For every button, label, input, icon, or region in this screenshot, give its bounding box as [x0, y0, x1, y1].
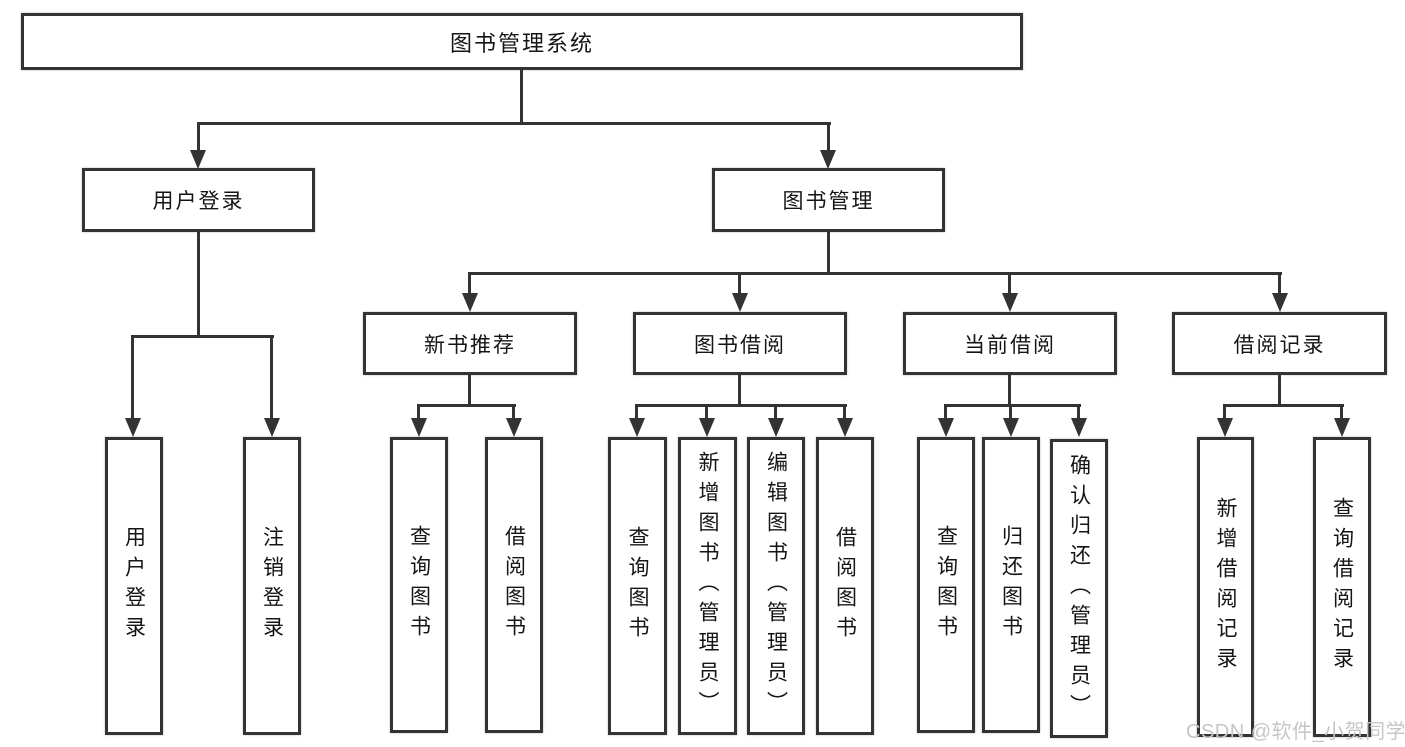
connector-bookmgmt-shaft-1 — [468, 272, 471, 296]
connector-g4-shaft-2 — [1009, 404, 1012, 420]
node-user-login: 用户登录 — [82, 168, 315, 232]
connector-g4-shaft-1 — [944, 404, 947, 420]
connector-g2-split — [417, 404, 516, 407]
arrow-down-icon — [768, 418, 784, 437]
connector-root-trunk — [520, 69, 523, 125]
leaf-borrow-books-recommend: 借阅图书 — [485, 437, 543, 733]
leaf-add-borrow-record: 新增借阅记录 — [1197, 437, 1254, 737]
connector-bookmgmt-split — [469, 272, 1282, 275]
connector-root-split — [197, 122, 831, 125]
arrow-down-icon — [1002, 293, 1018, 312]
connector-g4-shaft-3 — [1077, 404, 1080, 420]
connector-userlogin-trunk — [197, 232, 200, 337]
connector-g5-split — [1224, 404, 1344, 407]
connector-g3-shaft-3 — [774, 404, 777, 420]
connector-root-left-shaft — [197, 122, 200, 152]
leaf-query-borrow-record: 查询借阅记录 — [1313, 437, 1371, 737]
node-borrow-records: 借阅记录 — [1172, 312, 1387, 375]
connector-g4-split — [945, 404, 1081, 407]
node-new-book-recommend: 新书推荐 — [363, 312, 577, 375]
connector-userlogin-shaft-2 — [270, 335, 273, 420]
csdn-watermark: CSDN @软件_小贺同学 — [1186, 721, 1405, 743]
connector-bookmgmt-shaft-2 — [738, 272, 741, 296]
leaf-query-books-borrow: 查询图书 — [608, 437, 667, 735]
arrow-down-icon — [732, 293, 748, 312]
arrow-down-icon — [820, 150, 836, 169]
leaf-add-books-admin: 新增图书（管理员） — [678, 437, 737, 735]
connector-g5-shaft-1 — [1223, 404, 1226, 420]
connector-g3-shaft-1 — [635, 404, 638, 420]
arrow-down-icon — [506, 418, 522, 437]
connector-g2-shaft-1 — [417, 404, 420, 420]
connector-bookmgmt-shaft-3 — [1008, 272, 1011, 296]
leaf-user-login: 用户登录 — [105, 437, 163, 735]
connector-g5-trunk — [1278, 375, 1281, 406]
node-book-management: 图书管理 — [712, 168, 945, 232]
arrow-down-icon — [1071, 418, 1087, 437]
connector-g2-trunk — [468, 375, 471, 407]
connector-g5-shaft-2 — [1340, 404, 1343, 420]
arrow-down-icon — [462, 293, 478, 312]
node-new-book-recommend-label: 新书推荐 — [424, 333, 516, 357]
arrow-down-icon — [1334, 418, 1350, 437]
arrow-down-icon — [1217, 418, 1233, 437]
arrow-down-icon — [264, 418, 280, 437]
arrow-down-icon — [125, 418, 141, 437]
node-borrow-records-label: 借阅记录 — [1233, 333, 1326, 357]
leaf-query-books-recommend: 查询图书 — [390, 437, 448, 733]
node-book-borrow: 图书借阅 — [633, 312, 847, 375]
node-root: 图书管理系统 — [21, 13, 1023, 70]
leaf-edit-books-admin: 编辑图书（管理员） — [747, 437, 805, 735]
leaf-return-books: 归还图书 — [982, 437, 1040, 733]
connector-g2-shaft-2 — [512, 404, 515, 420]
arrow-down-icon — [1003, 418, 1019, 437]
node-book-borrow-label: 图书借阅 — [694, 333, 786, 357]
arrow-down-icon — [938, 418, 954, 437]
arrow-down-icon — [699, 418, 715, 437]
node-book-management-label: 图书管理 — [782, 190, 875, 213]
leaf-borrow-books: 借阅图书 — [816, 437, 874, 735]
connector-g3-trunk — [738, 375, 741, 407]
leaf-query-books-current: 查询图书 — [917, 437, 975, 733]
leaf-confirm-return-admin: 确认归还（管理员） — [1050, 439, 1108, 738]
connector-bookmgmt-trunk — [827, 232, 830, 275]
arrow-down-icon — [411, 418, 427, 437]
node-root-label: 图书管理系统 — [449, 30, 594, 56]
leaf-logout: 注销登录 — [243, 437, 301, 735]
connector-g3-shaft-2 — [705, 404, 708, 420]
node-current-borrow: 当前借阅 — [903, 312, 1117, 375]
arrow-down-icon — [629, 418, 645, 437]
connector-userlogin-shaft-1 — [131, 335, 134, 420]
connector-g4-trunk — [1008, 375, 1011, 407]
connector-g3-split — [636, 404, 847, 407]
node-user-login-label: 用户登录 — [152, 190, 245, 213]
arrow-down-icon — [1272, 293, 1288, 312]
connector-userlogin-split — [132, 335, 274, 338]
connector-g3-shaft-4 — [843, 404, 846, 420]
arrow-down-icon — [190, 150, 206, 169]
connector-root-right-shaft — [827, 122, 830, 152]
arrow-down-icon — [837, 418, 853, 437]
node-current-borrow-label: 当前借阅 — [964, 333, 1056, 357]
connector-bookmgmt-shaft-4 — [1278, 272, 1281, 296]
